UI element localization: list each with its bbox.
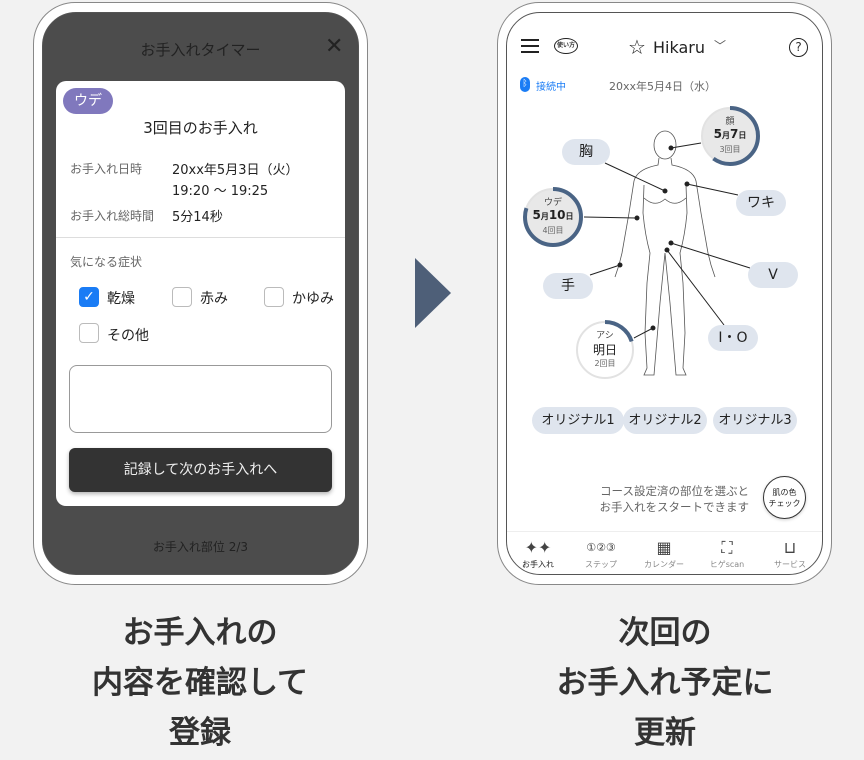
- ring-progress: [523, 187, 583, 247]
- original-course-1[interactable]: オリジナル1: [532, 407, 624, 434]
- skin-check-button[interactable]: 肌の色チェック: [763, 476, 806, 519]
- tabbar-divider: [507, 531, 822, 532]
- user-name[interactable]: Hikaru: [653, 38, 705, 57]
- record-card: ウデ 3回目のお手入れ お手入れ日時 20xx年5月3日（火） 19:20 〜 …: [56, 81, 345, 506]
- help-icon[interactable]: ?: [789, 38, 808, 57]
- left-phone-mockup: お手入れタイマー ✕ ウデ 3回目のお手入れ お手入れ日時 20xx年5月3日（…: [33, 2, 368, 585]
- ring-date: 5月10日: [532, 208, 574, 222]
- progress-ring: [700, 106, 760, 166]
- ring-count: 2回目: [594, 359, 616, 368]
- close-icon[interactable]: ✕: [325, 34, 344, 59]
- ring-part: ウデ: [543, 198, 562, 208]
- part-chest[interactable]: 胸: [562, 139, 610, 165]
- ring-date: 5月7日: [713, 127, 747, 141]
- checkbox-redness[interactable]: [172, 287, 192, 307]
- record-next-button[interactable]: 記録して次のお手入れへ: [69, 448, 332, 492]
- tab-care[interactable]: ✦✦お手入れ: [507, 537, 569, 570]
- right-caption: 次回のお手入れ予定に更新: [556, 615, 774, 751]
- part-io[interactable]: I・O: [708, 325, 758, 351]
- menu-icon[interactable]: [521, 39, 539, 53]
- current-date: 20xx年5月4日（水）: [609, 80, 717, 93]
- progress-ring: [575, 320, 635, 380]
- next-arrow-icon: [415, 258, 451, 328]
- total-label: お手入れ総時間: [70, 209, 155, 223]
- left-caption: お手入れの内容を確認して登録: [91, 615, 309, 751]
- sparkle-icon: ✦✦: [524, 538, 552, 557]
- date-value: 20xx年5月3日（火）: [172, 163, 299, 178]
- divider: [56, 237, 345, 238]
- progress-text: お手入れ部位 2/3: [152, 540, 249, 554]
- steps-icon: ①②③: [586, 541, 616, 554]
- home-screen: 使い方 ☆ Hikaru ﹀ ? ᛒ 接続中 20xx年5月4日（水） 胸 ワキ…: [506, 12, 823, 575]
- symptoms-label: 気になる症状: [70, 255, 143, 269]
- ring-part: アシ: [596, 331, 614, 341]
- part-armpit[interactable]: ワキ: [736, 190, 786, 216]
- memo-input[interactable]: [69, 365, 332, 433]
- star-icon[interactable]: ☆: [628, 35, 646, 59]
- ring-face[interactable]: 顔 5月7日 3回目: [699, 105, 761, 167]
- date-label: お手入れ日時: [70, 162, 143, 176]
- right-phone-mockup: 使い方 ☆ Hikaru ﹀ ? ᛒ 接続中 20xx年5月4日（水） 胸 ワキ…: [497, 2, 832, 585]
- ring-count: 4回目: [542, 226, 564, 235]
- howto-button[interactable]: 使い方: [554, 38, 578, 54]
- part-v[interactable]: V: [748, 262, 798, 288]
- tab-calendar[interactable]: ▦カレンダー: [633, 537, 695, 570]
- body-figure: [583, 130, 751, 376]
- checkbox-label: 赤み: [200, 291, 228, 307]
- checkbox-label: その他: [107, 328, 149, 344]
- ring-progress: [575, 320, 635, 380]
- ring-arm[interactable]: ウデ 5月10日 4回目: [522, 186, 584, 248]
- hint-text: コース設定済の部位を選ぶとお手入れをスタートできます: [599, 484, 750, 514]
- chevron-down-icon[interactable]: ﹀: [714, 39, 727, 53]
- ring-leg[interactable]: アシ 明日 2回目: [574, 319, 636, 381]
- checkbox-label: かゆみ: [292, 291, 334, 307]
- screen-title: お手入れタイマー: [140, 41, 261, 59]
- progress-ring: [523, 187, 583, 247]
- tab-service[interactable]: ⊔サービス: [759, 537, 821, 570]
- ring-count: 3回目: [719, 145, 741, 154]
- bluetooth-icon: ᛒ: [520, 77, 530, 92]
- part-badge: ウデ: [63, 88, 113, 114]
- calendar-icon: ▦: [656, 538, 672, 557]
- scan-icon: ⛶: [721, 538, 733, 557]
- original-course-2[interactable]: オリジナル2: [623, 407, 707, 434]
- tab-scan[interactable]: ⛶ヒゲscan: [696, 537, 758, 570]
- time-value: 19:20 〜 19:25: [172, 184, 269, 199]
- total-value: 5分14秒: [172, 210, 223, 225]
- checkbox-dryness[interactable]: ✓: [79, 287, 99, 307]
- checkbox-itch[interactable]: [264, 287, 284, 307]
- original-course-3[interactable]: オリジナル3: [713, 407, 797, 434]
- checkbox-other[interactable]: [79, 323, 99, 343]
- timer-screen: お手入れタイマー ✕ ウデ 3回目のお手入れ お手入れ日時 20xx年5月3日（…: [42, 12, 359, 575]
- ring-progress: [700, 106, 760, 166]
- card-title: 3回目のお手入れ: [143, 119, 258, 137]
- checkbox-label: 乾燥: [107, 291, 135, 307]
- ring-part: 顔: [725, 117, 735, 127]
- part-hand[interactable]: 手: [543, 273, 593, 299]
- ring-date: 明日: [592, 343, 617, 357]
- gift-icon: ⊔: [783, 538, 797, 557]
- connection-status: 接続中: [536, 82, 566, 93]
